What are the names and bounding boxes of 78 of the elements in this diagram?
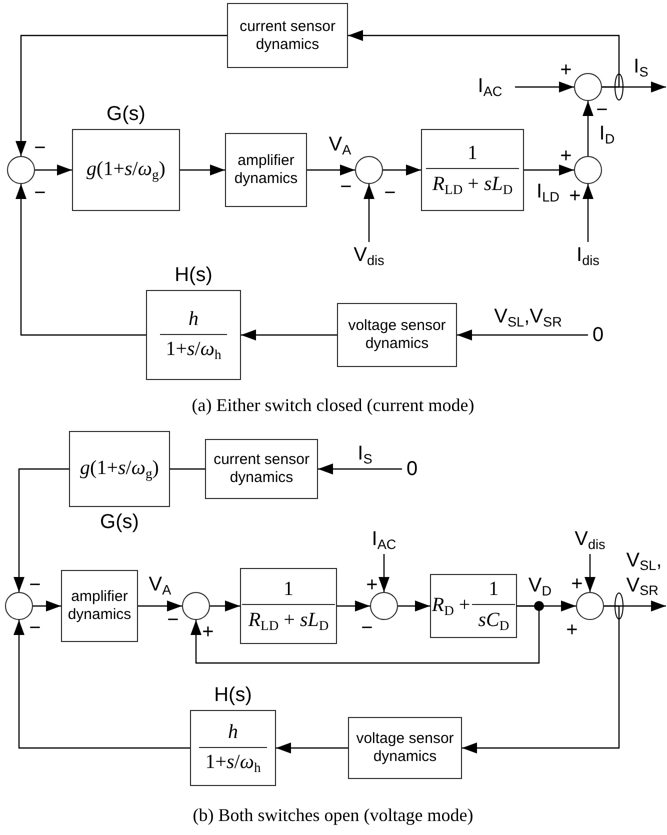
signal-arrow — [337, 600, 370, 612]
summing-junction — [5, 592, 33, 620]
sign-label: − — [361, 618, 373, 638]
transfer-function-label: G(s) — [100, 510, 139, 534]
signal-label: I$_{AC}$ — [372, 528, 396, 552]
summing-junction — [7, 156, 35, 184]
signal-arrow — [383, 164, 421, 176]
signal-arrow — [16, 34, 227, 156]
sign-label: − — [34, 183, 46, 203]
transfer-function-block: g(1+s/ω$_{g}$) — [69, 431, 170, 507]
signal-label: V$_{dis}$ — [354, 244, 384, 268]
caption: (b) Both switches open (voltage mode) — [192, 806, 474, 824]
signal-label: I$_{dis}$ — [576, 244, 600, 268]
signal-arrow — [524, 164, 574, 176]
sign-label: − — [384, 183, 396, 203]
sign-label: + — [560, 60, 572, 80]
summing-junction — [182, 592, 210, 620]
sign-label: − — [340, 177, 352, 197]
signal-arrow — [180, 164, 225, 176]
transfer-function-block: h 1+s/ω$_{h}$ — [190, 710, 276, 786]
signal-label: I$_{AC}$ — [478, 75, 502, 99]
signal-arrow — [348, 30, 620, 88]
signal-arrow — [241, 330, 337, 340]
sign-label: − — [29, 575, 41, 595]
summing-junction — [574, 156, 602, 184]
transfer-function-block: g(1+s/ω$_{g}$) — [72, 129, 180, 211]
signal-label: 0 — [406, 458, 418, 480]
sign-label: − — [34, 138, 46, 158]
signal-arrow — [16, 184, 146, 336]
dynamics-block: voltage sensor dynamics — [348, 717, 462, 779]
signal-arrow — [35, 164, 72, 176]
signal-arrow — [378, 554, 390, 592]
signal-arrow — [14, 620, 190, 749]
transfer-function-block: 1 R$_{LD}$ + sL$_{D}$ — [240, 568, 337, 644]
sign-label: + — [366, 575, 378, 595]
caption: (a) Either switch closed (current mode) — [192, 396, 474, 414]
signal-arrow — [307, 164, 355, 176]
signal-label: 0 — [592, 324, 604, 346]
signal-arrow — [318, 464, 402, 474]
transfer-function-block: h 1+s/ω$_{h}$ — [146, 290, 241, 380]
sign-label: − — [596, 100, 608, 120]
signal-arrow — [138, 600, 182, 612]
signal-arrow — [582, 101, 594, 156]
dynamics-block: amplifier dynamics — [225, 133, 307, 207]
transfer-function-label: H(s) — [174, 264, 212, 286]
dynamics-block: amplifier dynamics — [61, 570, 138, 642]
transfer-function-block: 1 R$_{LD}$ + sL$_{D}$ — [421, 129, 524, 211]
summing-junction — [355, 156, 383, 184]
signal-arrow — [14, 468, 69, 592]
dynamics-block: voltage sensor dynamics — [337, 303, 457, 367]
transfer-function-label: G(s) — [106, 102, 146, 126]
signal-arrow — [515, 82, 574, 92]
sign-label: + — [566, 620, 578, 640]
sign-label: + — [202, 622, 214, 642]
sign-label: + — [560, 146, 572, 166]
signal-arrow — [584, 554, 596, 592]
signal-line — [170, 468, 205, 470]
sign-label: + — [571, 574, 583, 594]
signal-arrow — [190, 605, 540, 664]
dynamics-block: current sensor dynamics — [205, 439, 318, 499]
dynamics-block: current sensor dynamics — [227, 3, 348, 68]
signal-arrow — [462, 605, 620, 754]
signal-arrow — [364, 184, 374, 242]
sign-label: + — [569, 186, 581, 206]
signal-arrow — [457, 330, 588, 340]
signal-arrow — [276, 742, 348, 754]
summing-junction — [576, 592, 604, 620]
sign-label: − — [167, 610, 179, 630]
signal-arrow — [210, 600, 240, 612]
transfer-function-label: H(s) — [214, 684, 252, 706]
signal-arrow — [398, 600, 430, 612]
summing-junction — [574, 73, 602, 101]
signal-arrow — [582, 184, 594, 242]
signal-label: V$_{dis}$ — [574, 528, 606, 552]
signal-arrow — [33, 600, 61, 612]
signal-arrow — [602, 82, 666, 92]
summing-junction — [370, 592, 398, 620]
sign-label: − — [29, 618, 41, 638]
